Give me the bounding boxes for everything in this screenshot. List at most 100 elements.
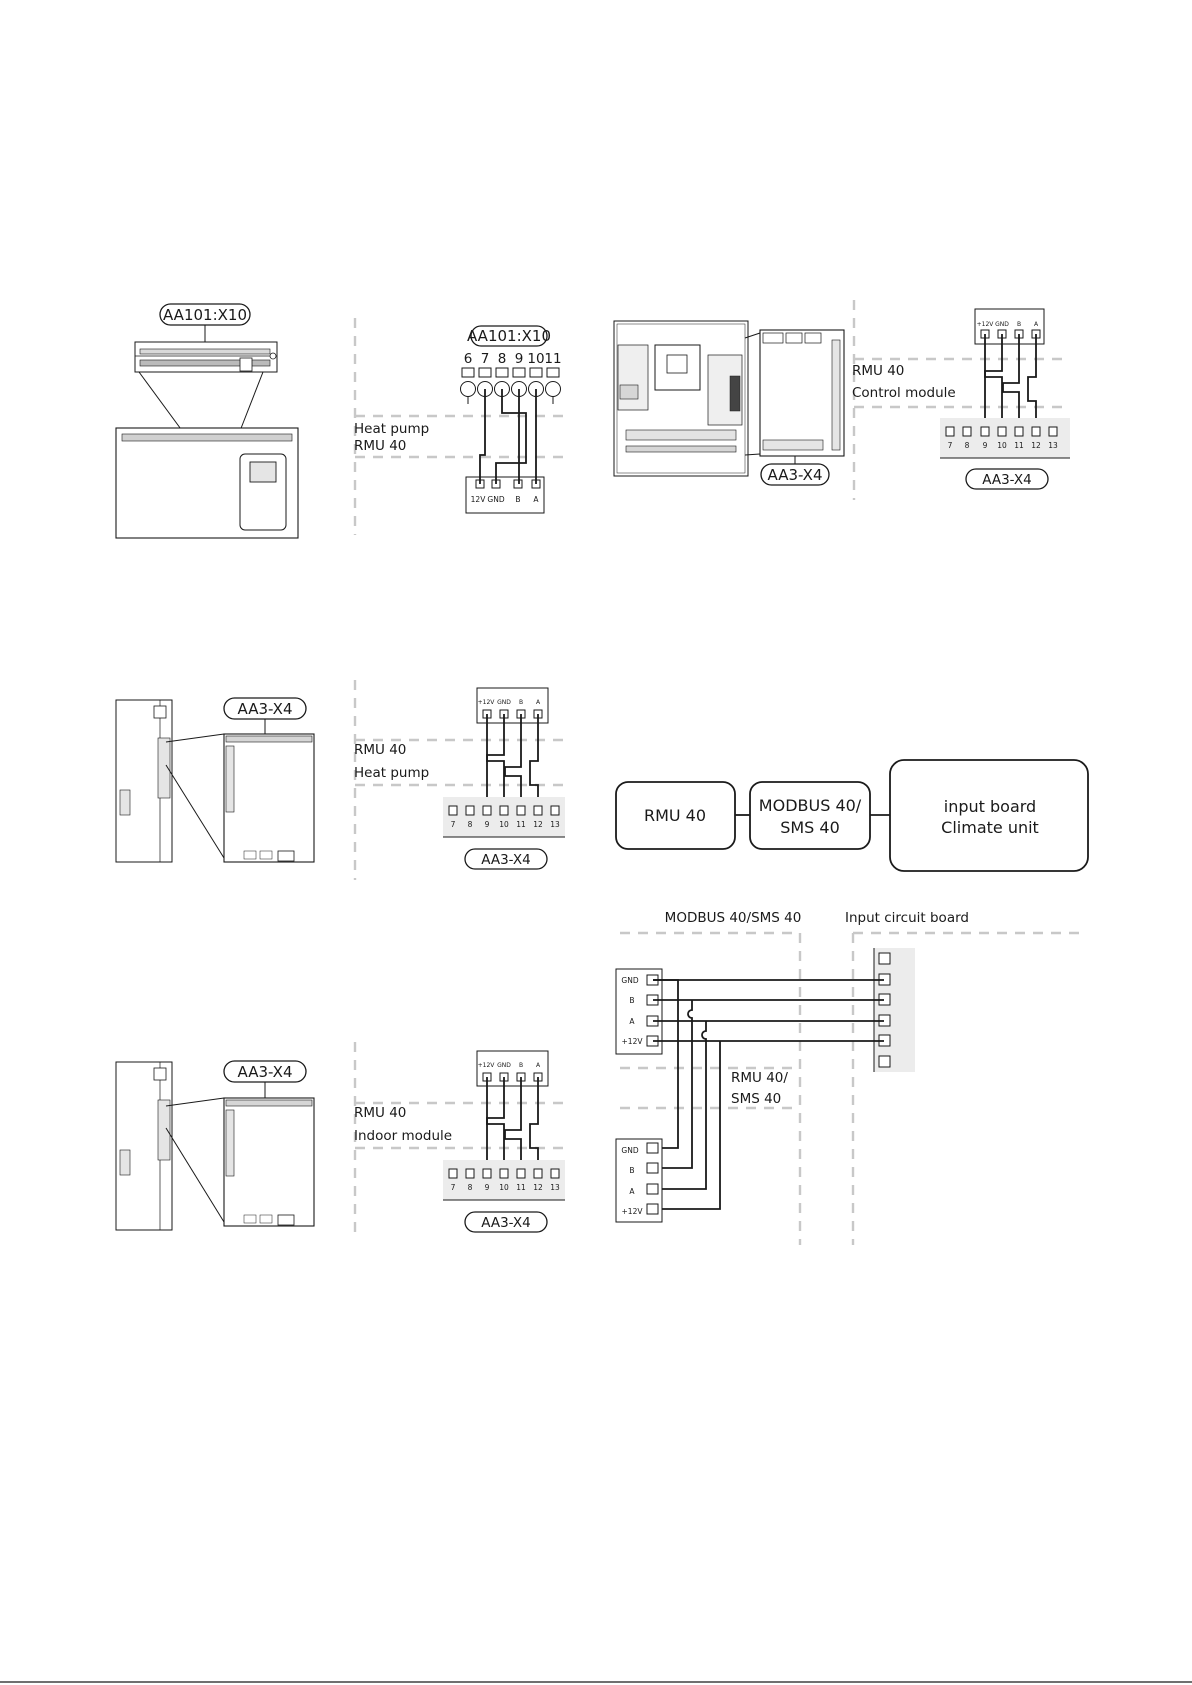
svg-text:B: B [629,996,634,1005]
svg-text:10: 10 [499,820,509,829]
svg-text:12: 12 [533,1183,543,1192]
diagram-heat-pump-aa101-x10: AA101:X10 Heat pump RMU 40 [115,303,570,539]
svg-text:9: 9 [515,351,524,367]
diagram-control-module: AA3-X4 RMU 40 Control module +12V GND B … [613,300,1070,500]
svg-text:13: 13 [550,1183,560,1192]
rmu-40-connector-1: 12V GND B A [465,476,545,514]
modbus-block-line1: MODBUS 40/ [759,796,862,815]
input-board-line1: input board [944,797,1036,816]
terminal-block-aa3-x4-2: 7 8 9 10 11 12 13 [940,418,1070,459]
modbus-block-line2: SMS 40 [780,818,840,837]
svg-text:11: 11 [516,820,526,829]
label-heat-pump: Heat pump [354,765,429,781]
svg-text:7: 7 [451,820,456,829]
aa3-x4-label: AA3-X4 [481,1215,530,1231]
svg-text:GND: GND [621,1146,638,1155]
svg-text:11: 11 [544,351,561,367]
terminal-block-aa3-x4-3: 7 8 9 10 11 12 13 [443,797,565,838]
wiring-diagram-2: RMU 40 Control module +12V GND B A [852,300,1070,500]
svg-text:+12V: +12V [622,1037,644,1046]
svg-text:+12V: +12V [622,1207,644,1216]
heat-pump-device-drawing: AA101:X10 [115,303,299,539]
input-board-line2: Climate unit [941,818,1039,837]
input-circuit-board-header: Input circuit board [845,910,969,926]
svg-text:8: 8 [468,1183,473,1192]
svg-text:A: A [536,1062,541,1069]
rmu-40-connector-3: +12V GND B A [476,687,549,724]
bus-wires [653,979,884,1210]
svg-text:8: 8 [468,820,473,829]
svg-text:B: B [519,1062,523,1069]
svg-text:7: 7 [451,1183,456,1192]
svg-text:A: A [536,699,541,706]
aa3-x4-label: AA3-X4 [481,852,530,868]
aa101-x10-label: AA101:X10 [467,327,551,345]
svg-text:6: 6 [464,351,473,367]
wires-2 [984,334,1037,432]
label-heat-pump: Heat pump [354,421,429,437]
label-indoor-module: Indoor module [354,1128,452,1144]
aa3-x4-callout: AA3-X4 [238,700,293,718]
rmu-40-block-label: RMU 40 [644,806,706,825]
svg-text:9: 9 [983,441,988,450]
terminal-block-aa3-x4-4: 7 8 9 10 11 12 13 [443,1160,565,1201]
svg-text:+12V: +12V [977,321,995,328]
aa101-x10-callout: AA101:X10 [163,306,247,324]
wiring-diagram-4: RMU 40 Indoor module +12V GND B A [353,1042,565,1240]
label-rmu-40: RMU 40 [852,363,904,379]
svg-text:A: A [1034,321,1039,328]
svg-text:A: A [533,495,539,504]
svg-text:8: 8 [965,441,970,450]
input-circuit-board-terminals [873,948,915,1072]
svg-text:B: B [519,699,523,706]
svg-text:7: 7 [481,351,490,367]
svg-text:GND: GND [487,495,504,504]
svg-text:B: B [629,1166,634,1175]
rmu-40-block [615,781,736,850]
svg-text:10: 10 [997,441,1007,450]
svg-text:13: 13 [550,820,560,829]
svg-text:GND: GND [497,1062,511,1069]
rmu-40-sms-40-connector: GND B A +12V [615,1138,663,1223]
control-module-board-drawing [613,320,845,477]
rmu-sms-label-line2: SMS 40 [731,1091,781,1107]
wiring-diagram-1: Heat pump RMU 40 AA101:X10 6 7 8 9 10 11 [353,318,570,535]
terminal-strip-detail [139,348,277,372]
svg-text:GND: GND [497,699,511,706]
modbus-sms-40-connector: GND B A +12V [615,968,663,1055]
terminal-numbers-x10: 6 7 8 9 10 11 [464,351,562,367]
svg-text:10: 10 [527,351,544,367]
svg-text:13: 13 [1048,441,1058,450]
svg-text:7: 7 [948,441,953,450]
wires-4 [486,1077,539,1173]
modbus-sms-40-header: MODBUS 40/SMS 40 [665,910,802,926]
label-rmu-40: RMU 40 [354,742,406,758]
wires-3 [486,714,539,810]
svg-text:9: 9 [485,820,490,829]
svg-text:10: 10 [499,1183,509,1192]
input-board-block [889,759,1089,872]
svg-text:A: A [629,1017,635,1026]
aa3-x4-label: AA3-X4 [982,472,1031,488]
svg-text:12: 12 [1031,441,1041,450]
svg-text:9: 9 [485,1183,490,1192]
svg-text:+12V: +12V [478,1062,496,1069]
diagram-indoor-module: AA3-X4 RMU 40 Indoor module +12V GND B A [115,1042,565,1240]
modbus-40-block [749,781,871,850]
svg-text:GND: GND [621,976,638,985]
terminal-block-x10 [460,367,561,397]
svg-text:12V: 12V [471,495,487,504]
svg-text:GND: GND [995,321,1009,328]
svg-text:+12V: +12V [478,699,496,706]
svg-text:8: 8 [498,351,507,367]
rmu-sms-label-line1: RMU 40/ [731,1070,788,1086]
block-diagram: RMU 40 MODBUS 40/ SMS 40 input board Cli… [615,759,1089,872]
label-rmu-40: RMU 40 [354,1105,406,1121]
svg-text:11: 11 [516,1183,526,1192]
wiring-diagram-3: RMU 40 Heat pump +12V GND B A [353,680,565,880]
bus-wiring-diagram: MODBUS 40/SMS 40 Input circuit board GND… [615,910,1085,1245]
svg-text:12: 12 [533,820,543,829]
heat-pump-cabinet-drawing [115,699,315,863]
svg-text:A: A [629,1187,635,1196]
